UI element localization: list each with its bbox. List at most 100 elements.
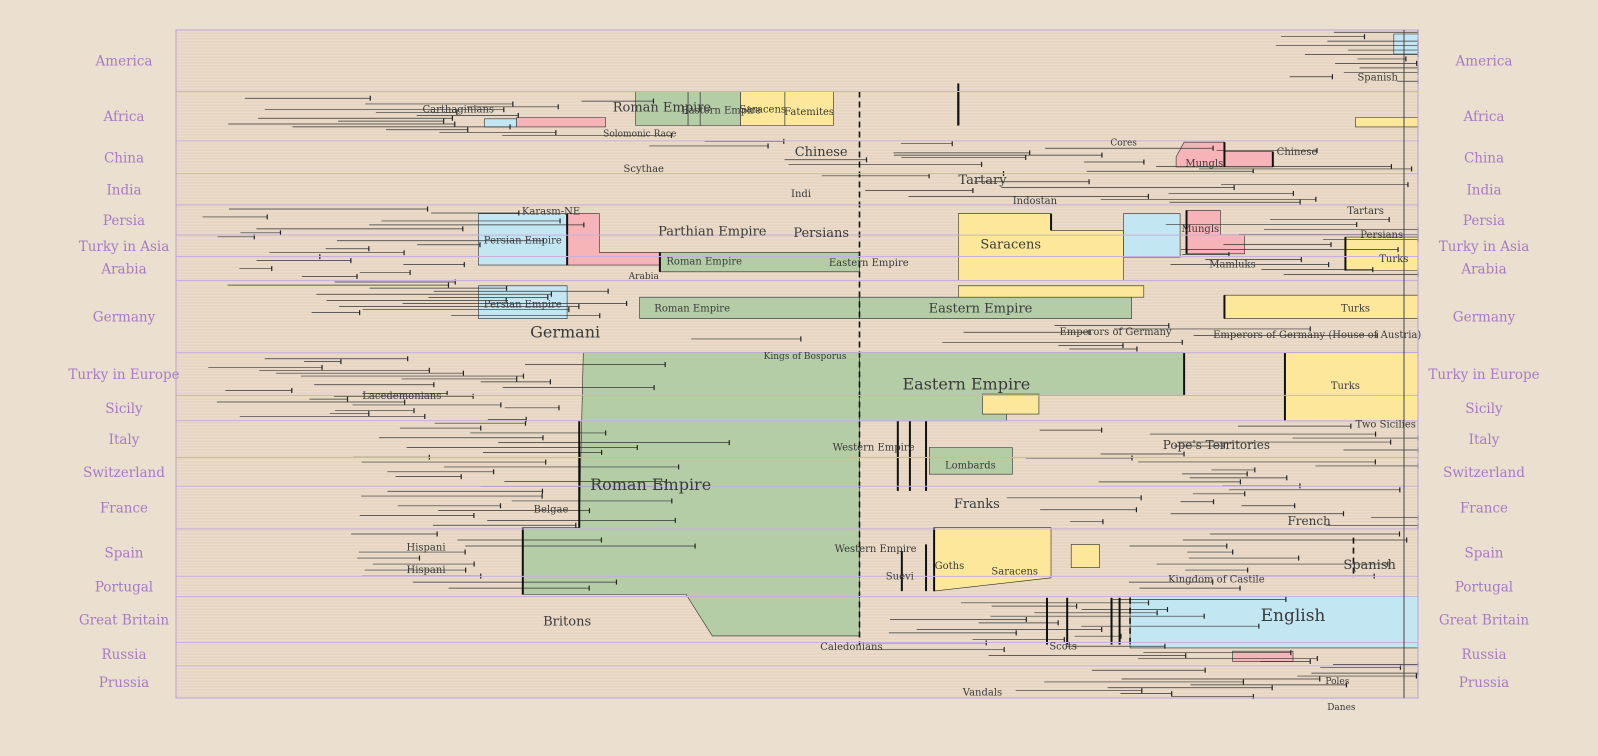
empire-area-africa: [1355, 117, 1419, 128]
empire-label-eastern-empire: Eastern Empire: [681, 106, 761, 117]
region-label-right-persia: Persia: [1463, 213, 1505, 229]
region-label-right-sicily: Sicily: [1465, 401, 1503, 417]
empire-label-two-sicilies: Two Sicilies: [1356, 420, 1416, 431]
empire-label-saracens: Saracens: [991, 567, 1038, 578]
empire-label-poles: Poles: [1325, 677, 1349, 687]
empire-label-persian-empire: Persian Empire: [484, 299, 562, 310]
region-label-right-russia: Russia: [1461, 647, 1506, 663]
empire-label-spanish: Spanish: [1357, 72, 1398, 83]
empire-label-pope-s-territories: Pope's Territories: [1163, 438, 1270, 452]
empire-label-roman-empire: Roman Empire: [613, 100, 712, 115]
empire-label-turks: Turks: [1331, 381, 1360, 392]
empire-label-hispani: Hispani: [406, 565, 445, 576]
empire-label-kings-of-bosporus: Kings of Bosporus: [764, 352, 847, 362]
empire-label-emperors-of-germany: Emperors of Germany: [1060, 327, 1172, 338]
region-label-left-italy: Italy: [109, 432, 140, 448]
region-label-left-sicily: Sicily: [105, 401, 143, 417]
region-label-left-france: France: [100, 501, 148, 517]
region-label-left-america: America: [95, 54, 153, 70]
empire-label-scythae: Scythae: [624, 164, 665, 175]
region-label-right-portugal: Portugal: [1455, 579, 1513, 595]
empire-area-carthaginians: [484, 118, 518, 128]
empire-label-persians: Persians: [793, 226, 849, 241]
empire-label-french: French: [1287, 514, 1331, 528]
empire-label-tartars: Tartars: [1347, 206, 1384, 217]
empire-area-saracens: [1070, 544, 1100, 569]
region-label-left-germany: Germany: [93, 310, 156, 326]
region-label-left-turky-in-asia: Turky in Asia: [79, 239, 170, 255]
empire-label-carthaginians: Carthaginians: [422, 104, 494, 115]
region-label-left-arabia: Arabia: [100, 261, 146, 277]
empire-label-turks: Turks: [1379, 254, 1408, 265]
empire-label-arabia: Arabia: [628, 272, 660, 282]
empire-label-roman-empire: Roman Empire: [590, 475, 711, 494]
empire-area-saracens: [957, 285, 1145, 298]
region-label-left-persia: Persia: [103, 213, 145, 229]
empire-label-saracens: Saracens: [739, 104, 786, 115]
empire-label-cores: Cores: [1110, 138, 1137, 148]
region-label-right-prussia: Prussia: [1459, 675, 1509, 691]
region-label-left-switzerland: Switzerland: [83, 465, 165, 481]
empire-label-tartary: Tartary: [958, 173, 1007, 188]
empire-label-western-empire: Western Empire: [835, 544, 917, 555]
empire-label-mamluks: Mamluks: [1209, 259, 1256, 270]
empire-label-lombards: Lombards: [945, 460, 996, 471]
empire-label-roman-empire: Roman Empire: [666, 257, 742, 268]
empire-area-carthaginians: [516, 117, 606, 128]
region-label-right-america: America: [1455, 54, 1513, 70]
region-label-right-great-britain: Great Britain: [1439, 613, 1529, 629]
empire-label-persian-empire: Persian Empire: [484, 235, 562, 246]
empire-label-lacedemonians: Lacedemonians: [362, 391, 441, 402]
empire-label-belgae: Belgae: [534, 504, 569, 515]
region-label-right-france: France: [1460, 501, 1508, 517]
empire-label-fatemites: Fatemites: [784, 107, 834, 118]
empire-label-britons: Britons: [543, 615, 591, 630]
empire-label-mungls: Mungls: [1181, 224, 1219, 235]
empire-label-indi: Indi: [791, 189, 811, 200]
region-label-right-india: India: [1466, 182, 1501, 198]
empire-label-eastern-empire: Eastern Empire: [929, 301, 1033, 316]
region-label-left-turky-in-europe: Turky in Europe: [68, 367, 179, 383]
region-label-right-turky-in-asia: Turky in Asia: [1439, 239, 1530, 255]
region-label-right-turky-in-europe: Turky in Europe: [1428, 367, 1539, 383]
region-label-left-prussia: Prussia: [99, 675, 149, 691]
region-label-left-spain: Spain: [105, 546, 144, 562]
empire-boundaries: [521, 83, 1355, 645]
region-label-left-africa: Africa: [103, 109, 145, 125]
empire-label-danes: Danes: [1327, 703, 1356, 713]
region-label-left-portugal: Portugal: [95, 579, 153, 595]
empire-areas: [478, 33, 1419, 662]
region-label-right-switzerland: Switzerland: [1443, 465, 1525, 481]
empire-label-vandals: Vandals: [962, 687, 1002, 698]
empire-label-persians: Persians: [1360, 230, 1403, 241]
chart-frame: [175, 29, 1419, 699]
empire-label-parthian-empire: Parthian Empire: [658, 225, 767, 240]
region-label-right-germany: Germany: [1453, 310, 1516, 326]
empire-label-germani: Germani: [530, 323, 600, 342]
empire-label-eastern-empire: Eastern Empire: [829, 258, 909, 269]
region-label-left-russia: Russia: [101, 647, 146, 663]
empire-label-indostan: Indostan: [1013, 196, 1058, 207]
empire-label-suevi: Suevi: [886, 571, 914, 582]
region-label-left-india: India: [106, 182, 141, 198]
region-label-right-spain: Spain: [1465, 546, 1504, 562]
empire-label-english: English: [1261, 606, 1326, 626]
region-dividers: [176, 90, 1418, 667]
empire-label-turks: Turks: [1341, 303, 1370, 314]
empire-label-eastern-empire: Eastern Empire: [903, 375, 1031, 394]
region-label-left-china: China: [104, 150, 144, 166]
region-label-right-africa: Africa: [1463, 109, 1505, 125]
empire-area-turks: [1224, 294, 1419, 319]
empire-label-karasm-ne: Karasm-NE: [522, 207, 580, 218]
empire-label-solomonic-race: Solomonic Race: [603, 130, 676, 140]
empire-area-america: [1393, 33, 1419, 55]
empire-label-chinese: Chinese: [795, 145, 848, 160]
empire-label-roman-empire: Roman Empire: [654, 303, 730, 314]
region-label-right-arabia: Arabia: [1460, 261, 1506, 277]
empire-label-emperors-of-germany-house-of-austria: Emperors of Germany (House of Austria): [1213, 330, 1421, 341]
empire-label-spanish: Spanish: [1343, 558, 1396, 573]
